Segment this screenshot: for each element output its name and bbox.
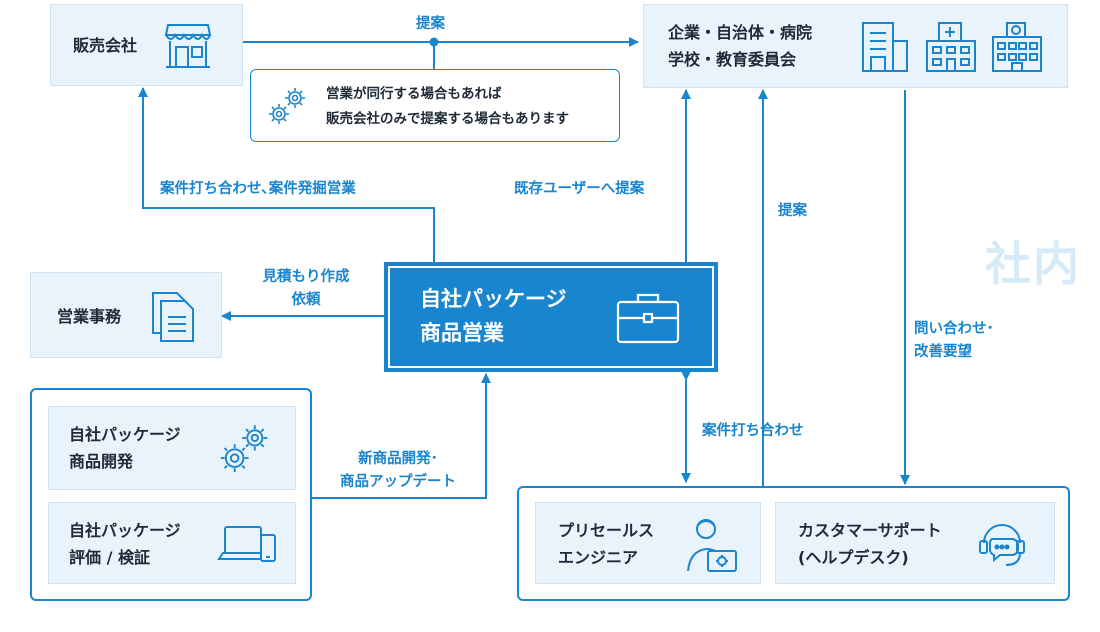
- school-icon: [992, 22, 1042, 72]
- engineer-icon: [687, 519, 737, 572]
- edge-label-anken-hakkutsu: 案件打ち合わせ､案件発掘営業: [160, 181, 356, 197]
- edge-label-teian-top: 提案: [416, 16, 445, 32]
- support-label-line1: カスタマーサポート: [798, 521, 942, 540]
- node-hanbai-kaisha: 販売会社: [50, 4, 243, 86]
- edge-label-mitsumori-line2: 依頼: [291, 292, 321, 308]
- presales-label-line1: プリセールス: [558, 521, 655, 540]
- edge-label-teian-right: 提案: [778, 203, 807, 219]
- eval-label-line1: 自社パッケージ: [69, 521, 181, 540]
- edge-label-kizon-user: 既存ユーザーへ提案: [514, 181, 645, 197]
- client-label-line2: 学校・教育委員会: [668, 50, 797, 69]
- note-callout: 営業が同行する場合もあれば 販売会社のみで提案する場合もあります: [250, 69, 620, 142]
- edge-label-shinshohin-line2: 商品アップデート: [340, 474, 456, 490]
- node-center-package-sales: 自社パッケージ 商品営業: [384, 262, 718, 372]
- node-package-development: 自社パッケージ 商品開発: [48, 406, 296, 490]
- node-customer-support: カスタマーサポート (ヘルプデスク): [775, 502, 1055, 584]
- jimu-label: 営業事務: [57, 307, 122, 326]
- center-label-line2: 商品営業: [420, 321, 504, 345]
- edge-label-mitsumori-line1: 見積もり作成: [262, 269, 350, 285]
- edge-devgroup-to-center: [312, 373, 491, 499]
- gears-icon: [269, 88, 305, 124]
- briefcase-icon: [616, 293, 680, 344]
- edge-label-anken-uchiawase: 案件打ち合わせ: [702, 423, 804, 439]
- watermark-shanai: 社内: [985, 237, 1081, 291]
- note-junction-dot: [429, 37, 439, 47]
- presales-label-line2: エンジニア: [558, 548, 639, 567]
- node-client-organizations: 企業・自治体・病院 学校・教育委員会: [643, 4, 1068, 88]
- edge-label-toiawase-line2: 改善要望: [914, 344, 972, 360]
- edge-label-shinshohin-line1: 新商品開発･: [358, 451, 438, 467]
- center-label-line1: 自社パッケージ: [420, 287, 567, 311]
- edge-center-to-hanbai: [138, 87, 435, 262]
- headset-chat-icon: [979, 524, 1025, 566]
- note-line2: 販売会社のみで提案する場合もあります: [326, 111, 569, 127]
- eval-label-line2: 評価 / 検証: [69, 548, 150, 567]
- office-building-icon: [862, 22, 908, 72]
- gears-icon: [220, 425, 268, 472]
- node-presales-engineer: プリセールス エンジニア: [535, 502, 761, 584]
- edge-label-toiawase-line1: 問い合わせ･: [914, 321, 994, 337]
- node-eigyo-jimu: 営業事務: [30, 272, 222, 358]
- client-label-line1: 企業・自治体・病院: [668, 23, 813, 42]
- dev-label-line1: 自社パッケージ: [69, 425, 181, 444]
- store-icon: [164, 24, 212, 68]
- hospital-icon: [926, 22, 976, 72]
- node-package-evaluation: 自社パッケージ 評価 / 検証: [48, 502, 296, 584]
- note-line1: 営業が同行する場合もあれば: [326, 86, 502, 102]
- hanbai-label: 販売会社: [73, 36, 138, 55]
- documents-icon: [152, 292, 194, 342]
- dev-label-line2: 商品開発: [69, 452, 134, 471]
- laptop-phone-icon: [217, 526, 276, 562]
- support-label-line2: (ヘルプデスク): [798, 548, 909, 567]
